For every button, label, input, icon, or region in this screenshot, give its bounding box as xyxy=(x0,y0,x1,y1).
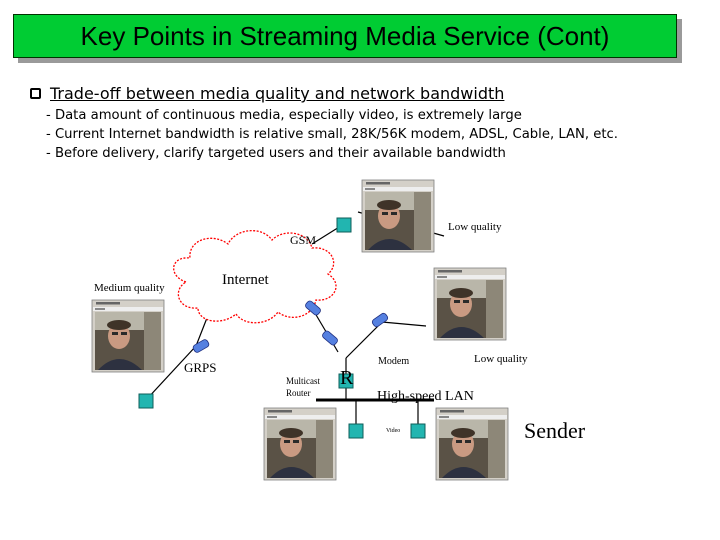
main-bullet: Trade-off between media quality and netw… xyxy=(30,84,504,103)
grps-connector-icon xyxy=(192,339,210,353)
video-window-low-quality-right xyxy=(433,267,507,341)
slide-title: Key Points in Streaming Media Service (C… xyxy=(80,20,610,51)
multicast-router-label-2: Router xyxy=(286,388,311,398)
modem-connector-icon xyxy=(371,312,389,328)
bullet-text: Trade-off between media quality and netw… xyxy=(50,84,505,103)
subpoint-2: - Current Internet bandwidth is relative… xyxy=(46,127,618,142)
low-quality-top-label: Low quality xyxy=(448,221,502,233)
video-window-low-quality-top xyxy=(361,179,435,253)
video-window-lan xyxy=(263,407,337,481)
video-window-sender xyxy=(435,407,509,481)
low-quality-right-label: Low quality xyxy=(474,353,528,365)
grps-terminal-icon xyxy=(138,393,154,409)
subpoint-3: - Before delivery, clarify targeted user… xyxy=(46,146,506,161)
gsm-label: GSM xyxy=(290,233,316,247)
link-router-modem xyxy=(345,321,383,359)
multicast-router-label-1: Multicast xyxy=(286,376,320,386)
sender-label: Sender xyxy=(524,418,586,443)
internet-cloud xyxy=(173,230,337,324)
slide-title-bar: Key Points in Streaming Media Service (C… xyxy=(13,14,677,58)
link-grps-terminal xyxy=(145,345,197,401)
video-window-medium-quality xyxy=(91,299,165,373)
grps-label: GRPS xyxy=(184,360,217,375)
gsm-terminal-icon xyxy=(336,217,352,233)
internet-label: Internet xyxy=(222,272,269,288)
router-symbol: R xyxy=(340,367,354,389)
subpoint-1: - Data amount of continuous media, espec… xyxy=(46,108,522,123)
modem-label: Modem xyxy=(378,356,409,367)
sender-terminal-icon xyxy=(410,423,426,439)
medium-quality-label: Medium quality xyxy=(94,282,165,294)
link-modem-lowquality xyxy=(381,321,427,327)
lan-terminal-icon xyxy=(348,423,364,439)
internet-router-connector-icon xyxy=(305,300,321,316)
router-terminal-icon xyxy=(338,373,354,389)
router-connector-icon xyxy=(322,330,338,346)
high-speed-lan-label: High-speed LAN xyxy=(377,389,474,404)
checkbox-bullet-icon xyxy=(30,88,41,99)
video-label: Video xyxy=(386,428,400,434)
